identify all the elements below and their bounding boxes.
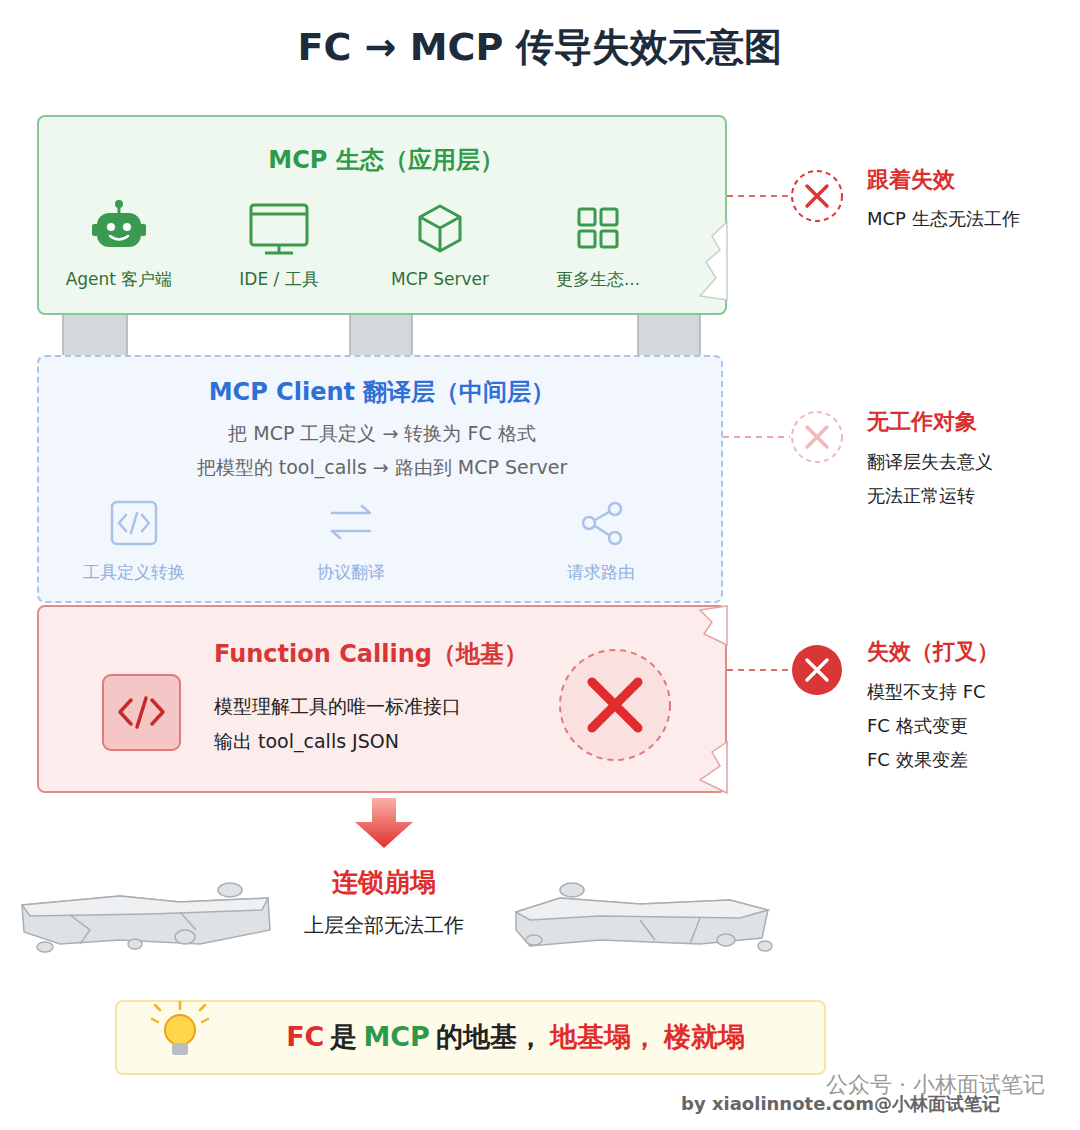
code-icon <box>103 675 180 750</box>
status-marks <box>792 171 842 695</box>
leader-lines <box>723 196 790 670</box>
monitor-icon <box>251 205 307 253</box>
box-body-text: 把 MCP 工具定义 → 转换为 FC 格式 <box>228 422 535 445</box>
conclusion-text: FC是MCP的地基，地基塌，楼就塌 <box>117 1002 824 1073</box>
conclusion-segment: 楼就塌 <box>664 1021 745 1053</box>
conclusion-segment: 的地基， <box>436 1021 544 1053</box>
conclusion-segment: MCP <box>363 1021 429 1053</box>
support-pillars <box>63 312 700 356</box>
box-heading: MCP Client 翻译层（中间层） <box>209 378 556 407</box>
status-note: FC 格式变更 <box>867 715 968 737</box>
status-heading: 失效（打叉） <box>867 639 999 665</box>
box-body-text: 把模型的 tool_calls → 路由到 MCP Server <box>197 456 568 479</box>
cracks <box>700 222 727 793</box>
watermark: by xiaolinnote.com@小林面试笔记 <box>681 1093 1000 1115</box>
icon-label: 请求路由 <box>567 562 635 582</box>
down-arrow <box>355 798 413 848</box>
status-heading: 跟着失效 <box>867 167 955 193</box>
failure-cross <box>560 650 670 760</box>
icon-label: 协议翻译 <box>317 562 385 582</box>
cube-icon <box>420 206 460 251</box>
collapse-note: 上层全部无法工作 <box>304 913 464 937</box>
conclusion-segment: 地基塌， <box>550 1021 658 1053</box>
bulb-icon <box>152 1002 208 1055</box>
box-body-text: 模型理解工具的唯一标准接口 <box>214 695 461 718</box>
conclusion-segment: FC <box>286 1021 324 1053</box>
icon-label: Agent 客户端 <box>66 269 173 289</box>
icon-label: 更多生态... <box>556 269 640 289</box>
robot-icon <box>92 200 146 247</box>
foundation-box: Function Calling（地基） 模型理解工具的唯一标准接口输出 tool… <box>37 605 727 793</box>
status-note: 翻译层失去意义 <box>867 451 993 473</box>
status-note: 无法正常运转 <box>867 485 975 507</box>
status-note: 模型不支持 FC <box>867 681 986 703</box>
status-note: FC 效果变差 <box>867 749 968 771</box>
diagram-title: FC → MCP 传导失效示意图 <box>298 25 783 71</box>
collapse-heading: 连锁崩塌 <box>332 867 436 898</box>
status-note: MCP 生态无法工作 <box>867 208 1020 230</box>
icon-label: MCP Server <box>391 269 489 289</box>
box-heading: Function Calling（地基） <box>214 640 528 669</box>
grid-icon <box>579 209 617 247</box>
icon-label: 工具定义转换 <box>83 562 185 582</box>
conclusion-box: FC是MCP的地基，地基塌，楼就塌 <box>115 1000 826 1075</box>
icon-label: IDE / 工具 <box>239 269 318 289</box>
box-heading: MCP 生态（应用层） <box>268 146 503 175</box>
status-heading: 无工作对象 <box>867 409 977 435</box>
conclusion-segment: 是 <box>330 1021 357 1053</box>
box-body-text: 输出 tool_calls JSON <box>214 730 399 753</box>
translation-icons <box>112 502 621 544</box>
